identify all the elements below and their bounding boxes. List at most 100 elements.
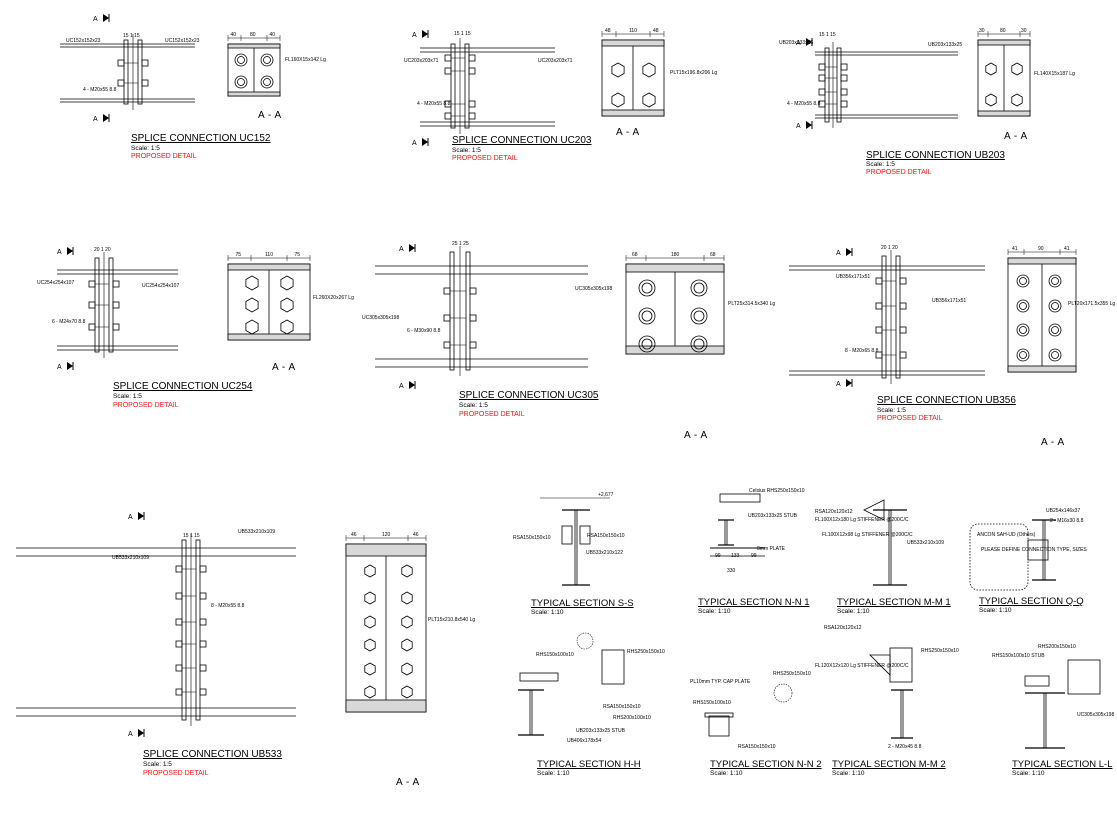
bolt-head xyxy=(401,591,413,605)
dimension-text: 99 xyxy=(751,553,757,559)
outline xyxy=(708,715,730,737)
plate-label: PLT15x210.8x540 Lg xyxy=(428,617,476,623)
bolt-hole xyxy=(641,338,653,350)
splice-status-ub533: PROPOSED DETAIL xyxy=(143,770,209,777)
outline xyxy=(112,280,120,288)
section-label: RSA150x150x10 xyxy=(603,704,641,710)
bolt-hole xyxy=(237,56,245,64)
outline xyxy=(469,314,477,322)
bolt-head xyxy=(642,62,656,78)
outline xyxy=(840,74,848,82)
outline xyxy=(840,100,848,108)
member-label: UC152x152x23 xyxy=(165,38,200,44)
splice-status-uc254: PROPOSED DETAIL xyxy=(113,402,179,409)
outline xyxy=(1007,365,1077,373)
arrow-icon xyxy=(409,381,415,389)
outline xyxy=(199,664,207,672)
bolt-head xyxy=(401,662,413,676)
bolt-head xyxy=(364,591,376,605)
bolt-hole xyxy=(1051,302,1059,310)
outline xyxy=(818,63,826,71)
arrow-icon xyxy=(846,248,852,256)
splice-scale-uc152: Scale: 1:5 xyxy=(131,145,160,152)
cloud-outline xyxy=(576,632,594,650)
plate-label: PLT15x196.8x206 Lg xyxy=(670,70,718,76)
splice-scale-ub203: Scale: 1:5 xyxy=(866,161,895,168)
section-label: RSA150x150x10 xyxy=(513,535,551,541)
dimension-text: 46 xyxy=(351,532,357,538)
bolt-head xyxy=(280,275,294,291)
outline xyxy=(443,341,451,349)
bolt-head xyxy=(401,615,413,629)
member-label: UC305x305x198 xyxy=(362,315,400,321)
splice-status-uc305: PROPOSED DETAIL xyxy=(459,411,525,418)
bolt-hole xyxy=(1016,323,1030,337)
outline xyxy=(824,47,830,123)
outline xyxy=(601,39,665,47)
outline xyxy=(112,301,120,309)
outline xyxy=(345,699,427,713)
outline xyxy=(704,712,734,718)
outline xyxy=(175,592,183,600)
gap-dim: 20 1 20 xyxy=(881,245,898,251)
outline xyxy=(449,251,455,371)
splice-title-uc305: SPLICE CONNECTION UC305 xyxy=(459,390,599,401)
outline xyxy=(899,302,907,310)
dimension-text: 75 xyxy=(295,252,301,258)
bolt-hole xyxy=(1016,348,1030,362)
bolt-hole xyxy=(1019,351,1027,359)
outline xyxy=(1007,257,1077,265)
splice-scale-uc254: Scale: 1:5 xyxy=(113,393,142,400)
member-label: UB356x171x51 xyxy=(836,274,871,280)
section-label-a-a: A - A xyxy=(1041,437,1065,448)
splice-status-uc203: PROPOSED DETAIL xyxy=(452,155,518,162)
outline xyxy=(468,112,476,120)
splice-scale-uc305: Scale: 1:5 xyxy=(459,402,488,409)
outline xyxy=(579,525,591,545)
outline xyxy=(123,39,129,105)
bolt-head xyxy=(642,92,656,108)
section-scale-n-n-1: Scale: 1:10 xyxy=(698,608,731,615)
section-scale-l-l: Scale: 1:10 xyxy=(1012,770,1045,777)
outline xyxy=(227,263,311,271)
member-label: UC305x305x198 xyxy=(575,286,613,292)
member-label: UC203x203x71 xyxy=(404,58,439,64)
outline xyxy=(112,323,120,331)
bolt-hole xyxy=(1016,299,1030,313)
bolt-head xyxy=(280,319,294,335)
member-label: UC203x203x71 xyxy=(538,58,573,64)
outline xyxy=(181,539,187,721)
bolt-label: 6 - M30x90 8.8 xyxy=(407,328,441,334)
bolt-head xyxy=(401,564,413,578)
angle-cleat xyxy=(863,499,885,521)
member-label: UB203x133x25 xyxy=(779,40,814,46)
bolt-hole xyxy=(1048,274,1062,288)
outline xyxy=(108,257,114,353)
outline xyxy=(137,39,143,105)
bolt-head xyxy=(611,92,625,108)
arrow-icon xyxy=(138,729,144,737)
section-label: UB533x210x109 xyxy=(907,540,944,546)
gap-dim: 15 1 15 xyxy=(183,533,200,539)
section-marker: A xyxy=(836,250,841,257)
section-title-n-n-1: TYPICAL SECTION N-N 1 xyxy=(698,597,810,608)
outline xyxy=(444,67,452,75)
dimension-text: 90 xyxy=(1038,246,1044,252)
plate-label: PLT25x314.5x340 Lg xyxy=(728,301,776,307)
bolt-hole xyxy=(234,53,248,67)
bolt-head xyxy=(245,297,259,313)
bolt-head xyxy=(364,615,376,629)
section-label: UB406x178x54 xyxy=(567,738,602,744)
section-scale-s-s: Scale: 1:10 xyxy=(531,609,564,616)
section-label: PL10mm TYP. CAP PLATE xyxy=(690,679,751,685)
section-label: FL100X12x180 Lg STIFFENER @200C/C xyxy=(815,517,909,523)
outline xyxy=(199,592,207,600)
section-marker: A xyxy=(836,381,841,388)
section-label: RSA120x120x12 xyxy=(824,625,862,631)
outline xyxy=(444,54,452,62)
section-label: RHS200x100x10 xyxy=(613,715,651,721)
splice-title-uc203: SPLICE CONNECTION UC203 xyxy=(452,135,592,146)
splice-status-ub203: PROPOSED DETAIL xyxy=(866,169,932,176)
outline xyxy=(199,640,207,648)
outline xyxy=(450,43,456,129)
